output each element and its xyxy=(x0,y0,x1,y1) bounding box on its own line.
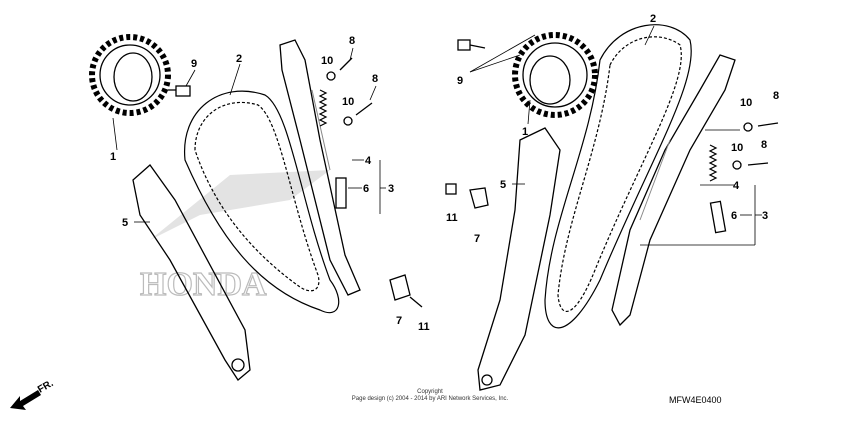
left-tensioner-arm xyxy=(132,164,251,381)
callout-5-left[interactable]: 5 xyxy=(122,217,128,229)
left-cam-chain xyxy=(184,90,340,314)
right-cam-sprocket xyxy=(512,32,598,118)
copyright-notice: Copyright Page design (c) 2004 - 2014 by… xyxy=(330,389,530,403)
callout-10-right-mid[interactable]: 10 xyxy=(731,142,743,154)
right-assembly xyxy=(445,24,779,391)
left-collar xyxy=(335,177,347,209)
left-bolts-washers xyxy=(326,57,423,308)
left-chain-guide xyxy=(279,39,361,296)
callout-1-left[interactable]: 1 xyxy=(110,151,116,163)
callout-2-left[interactable]: 2 xyxy=(236,53,242,65)
copyright-line-1: Copyright xyxy=(417,389,443,395)
callout-9-right[interactable]: 9 xyxy=(457,75,463,87)
left-cam-sprocket xyxy=(89,34,171,116)
callout-3-right[interactable]: 3 xyxy=(762,210,768,222)
callout-4-left[interactable]: 4 xyxy=(365,155,372,167)
left-cam-bolt xyxy=(168,85,191,97)
right-chain-guide xyxy=(611,54,736,327)
callout-7-left[interactable]: 7 xyxy=(396,315,402,327)
callout-4-right[interactable]: 4 xyxy=(733,180,740,192)
callout-11-left[interactable]: 11 xyxy=(418,321,430,333)
right-spring xyxy=(708,144,718,182)
right-cam-bolt xyxy=(457,39,486,51)
callout-3-left[interactable]: 3 xyxy=(388,183,394,195)
callout-10-left-top[interactable]: 10 xyxy=(321,55,333,67)
honda-wing-logo: HONDA xyxy=(139,170,330,304)
callout-5-right[interactable]: 5 xyxy=(500,179,506,191)
callout-8-right-top[interactable]: 8 xyxy=(773,90,779,102)
direction-label: FR. xyxy=(36,378,56,396)
right-collar xyxy=(709,200,727,234)
arrow-icon xyxy=(10,390,41,410)
callout-10-left-mid[interactable]: 10 xyxy=(342,96,354,108)
copyright-line-2: Page design (c) 2004 - 2014 by ARI Netwo… xyxy=(351,396,509,402)
callout-1-right[interactable]: 1 xyxy=(522,126,528,138)
left-spring xyxy=(318,89,328,127)
diagram-code: MFW4E0400 xyxy=(669,395,722,405)
right-bolts-washers xyxy=(445,122,779,209)
right-leader-lines xyxy=(469,25,762,246)
callout-9-left[interactable]: 9 xyxy=(191,58,197,70)
honda-watermark: HONDA xyxy=(140,266,267,303)
callout-7-right[interactable]: 7 xyxy=(474,233,480,245)
callout-8-left-mid[interactable]: 8 xyxy=(372,73,378,85)
callout-10-right-top[interactable]: 10 xyxy=(740,97,752,109)
callout-6-right[interactable]: 6 xyxy=(731,210,737,222)
left-leader-lines xyxy=(112,47,386,223)
left-assembly xyxy=(89,34,423,381)
right-tensioner-arm xyxy=(477,127,561,391)
front-direction-arrow: FR. xyxy=(10,378,56,410)
callout-8-left-top[interactable]: 8 xyxy=(349,35,355,47)
callout-11-right[interactable]: 11 xyxy=(446,212,458,224)
callout-8-right-mid[interactable]: 8 xyxy=(761,139,767,151)
callout-2-right[interactable]: 2 xyxy=(650,13,656,25)
callout-6-left[interactable]: 6 xyxy=(363,183,369,195)
right-cam-chain xyxy=(544,24,692,329)
callout-labels: 1 2 9 8 10 8 10 4 6 3 5 7 11 9 2 1 10 8 … xyxy=(110,13,779,333)
